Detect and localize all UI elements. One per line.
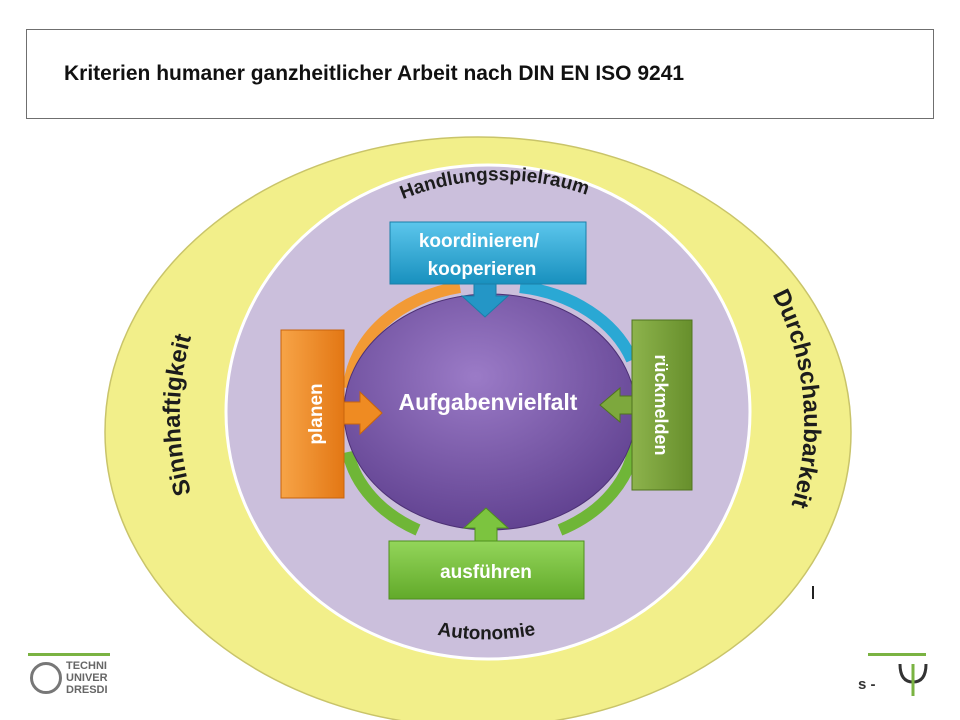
title-box xyxy=(26,29,934,119)
arrow-down-icon xyxy=(460,283,510,318)
box-planen-label: planen xyxy=(306,383,327,444)
center-label: Aufgabenvielfalt xyxy=(399,389,578,415)
cycle-arc-blue xyxy=(519,281,638,363)
box-ausfuehren-label: ausführen xyxy=(440,562,532,583)
psych-logo-text: s - xyxy=(858,676,876,693)
box-ausfuehren xyxy=(388,540,585,600)
box-rueckmelden xyxy=(631,319,693,491)
arrow-up-icon xyxy=(462,507,510,542)
cycle-arc-green-left xyxy=(342,450,421,536)
arrow-right-icon xyxy=(343,390,383,436)
tu-dresden-logo-text: TECHNI UNIVER DRESDI xyxy=(66,660,108,696)
page-title: Kriterien humaner ganzheitlicher Arbeit … xyxy=(64,62,685,85)
tu-dresden-logo-icon xyxy=(30,662,62,694)
arrow-left-icon xyxy=(599,386,633,424)
box-planen xyxy=(280,329,345,499)
box-koordinieren-line1: koordinieren/ xyxy=(419,231,540,252)
psi-logo-icon xyxy=(898,663,928,696)
stray-mark xyxy=(812,586,814,599)
box-rueckmelden-label: rückmelden xyxy=(651,354,671,455)
cycle-arc-orange xyxy=(343,281,461,389)
box-koordinieren-line2: kooperieren xyxy=(428,259,537,280)
footer-rule-right xyxy=(868,653,926,656)
footer-rule-left xyxy=(28,653,110,656)
